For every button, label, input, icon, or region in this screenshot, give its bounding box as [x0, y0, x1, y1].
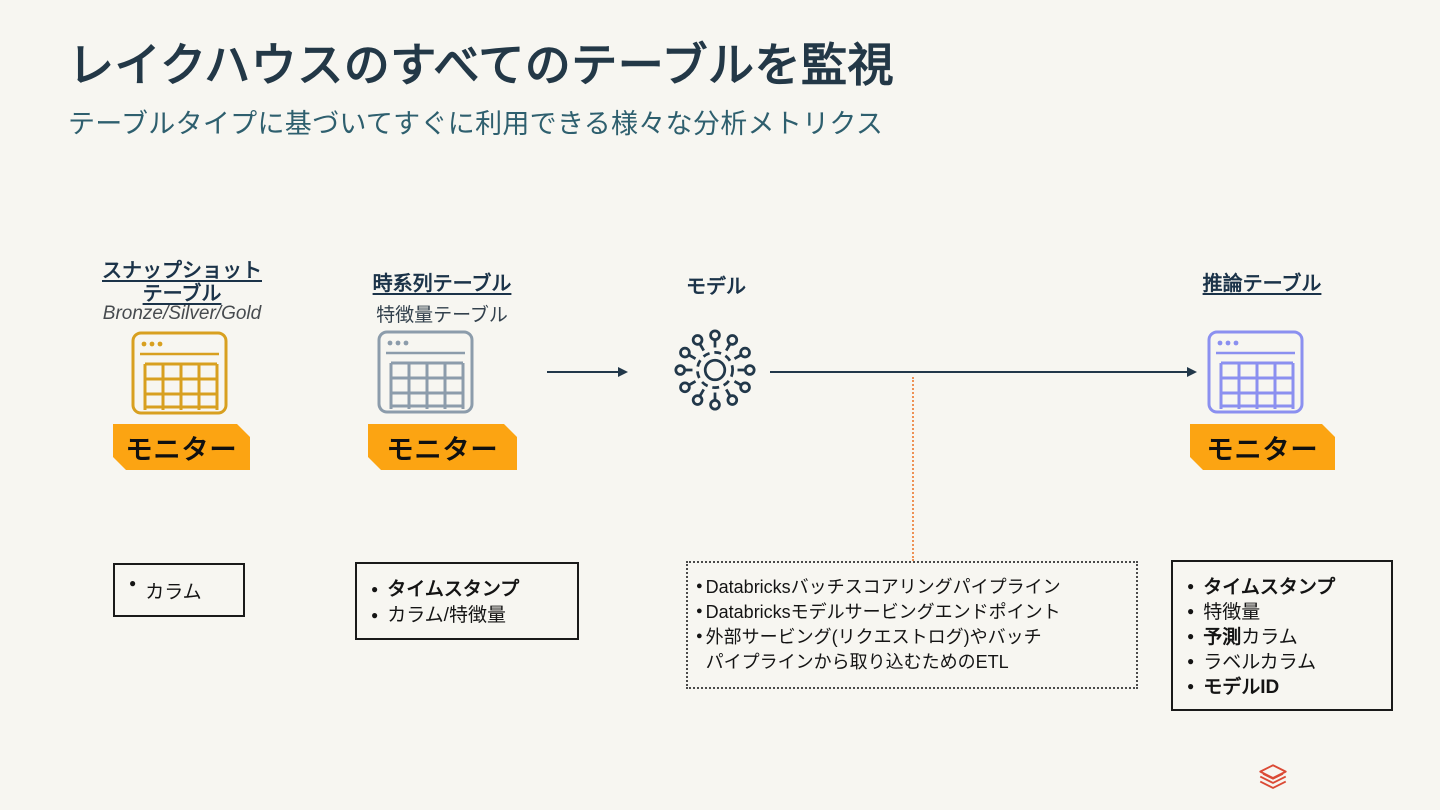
list-item: ● カラム [129, 575, 202, 603]
snapshot-table-header: スナップショット テーブル [102, 260, 262, 305]
purple-table-icon [1207, 330, 1304, 414]
monitor-button-timeseries[interactable]: モニター [368, 424, 517, 470]
model-sources-box: ● Databricksバッチスコアリングパイプライン ● Databricks… [686, 561, 1138, 689]
bullet-icon: ● [696, 580, 703, 592]
list-item: ● 外部サービング(リクエストログ)やバッチ パイプラインから取り込むためのET… [696, 625, 1136, 675]
bullet-icon: ● [1187, 679, 1195, 693]
arrow-timeseries-to-model [547, 367, 628, 377]
monitor-button-snapshot[interactable]: モニター [113, 424, 250, 470]
bullet-icon: ● [371, 608, 379, 622]
bullet-icon: ● [1187, 579, 1195, 593]
monitor-button-label: モニター [386, 434, 499, 465]
list-item: ● Databricksバッチスコアリングパイプライン [696, 575, 1136, 600]
metrics-box-snapshot: ● カラム [113, 563, 245, 617]
bullet-icon: ● [129, 575, 137, 590]
timeseries-table-header: 時系列テーブル [372, 273, 512, 295]
list-item: ● モデルID [1187, 675, 1391, 700]
bullet-icon: ● [1187, 604, 1195, 618]
bullet-icon: ● [696, 630, 703, 642]
feature-table-subheader: 特徴量テーブル [376, 305, 508, 326]
monitor-button-label: モニター [1206, 434, 1319, 465]
page-title: レイクハウスのすべてのテーブルを監視 [68, 39, 894, 91]
databricks-logo-icon [1256, 761, 1290, 795]
list-item: ● タイムスタンプ [371, 577, 577, 603]
model-header: モデル [686, 276, 746, 298]
gold-table-icon [131, 331, 228, 415]
model-network-icon [668, 322, 762, 418]
list-item: ● タイムスタンプ [1187, 575, 1391, 600]
bullet-icon: ● [696, 605, 703, 617]
metrics-box-inference: ● タイムスタンプ ● 特徴量 ● 予測カラム ● ラベルカラム ● モデルID [1171, 560, 1393, 711]
arrow-model-to-inference [770, 367, 1197, 377]
monitor-button-label: モニター [125, 434, 238, 465]
metrics-box-timeseries: ● タイムスタンプ ● カラム/特徴量 [355, 562, 579, 640]
list-item: ● ラベルカラム [1187, 650, 1391, 675]
monitor-button-inference[interactable]: モニター [1190, 424, 1335, 470]
bullet-icon: ● [1187, 654, 1195, 668]
silver-table-icon [377, 330, 474, 414]
list-item: ● カラム/特徴量 [371, 603, 577, 629]
bullet-icon: ● [1187, 629, 1195, 643]
list-item: ● Databricksモデルサービングエンドポイント [696, 600, 1136, 625]
inference-table-header: 推論テーブル [1202, 273, 1322, 295]
list-item: ● 予測カラム [1187, 625, 1391, 650]
bullet-icon: ● [371, 582, 379, 596]
model-sources-dotted-connector [912, 377, 914, 561]
list-item: ● 特徴量 [1187, 600, 1391, 625]
page-subtitle: テーブルタイプに基づいてすぐに利用できる様々な分析メトリクス [68, 109, 884, 139]
snapshot-table-subheader: Bronze/Silver/Gold [102, 303, 262, 324]
